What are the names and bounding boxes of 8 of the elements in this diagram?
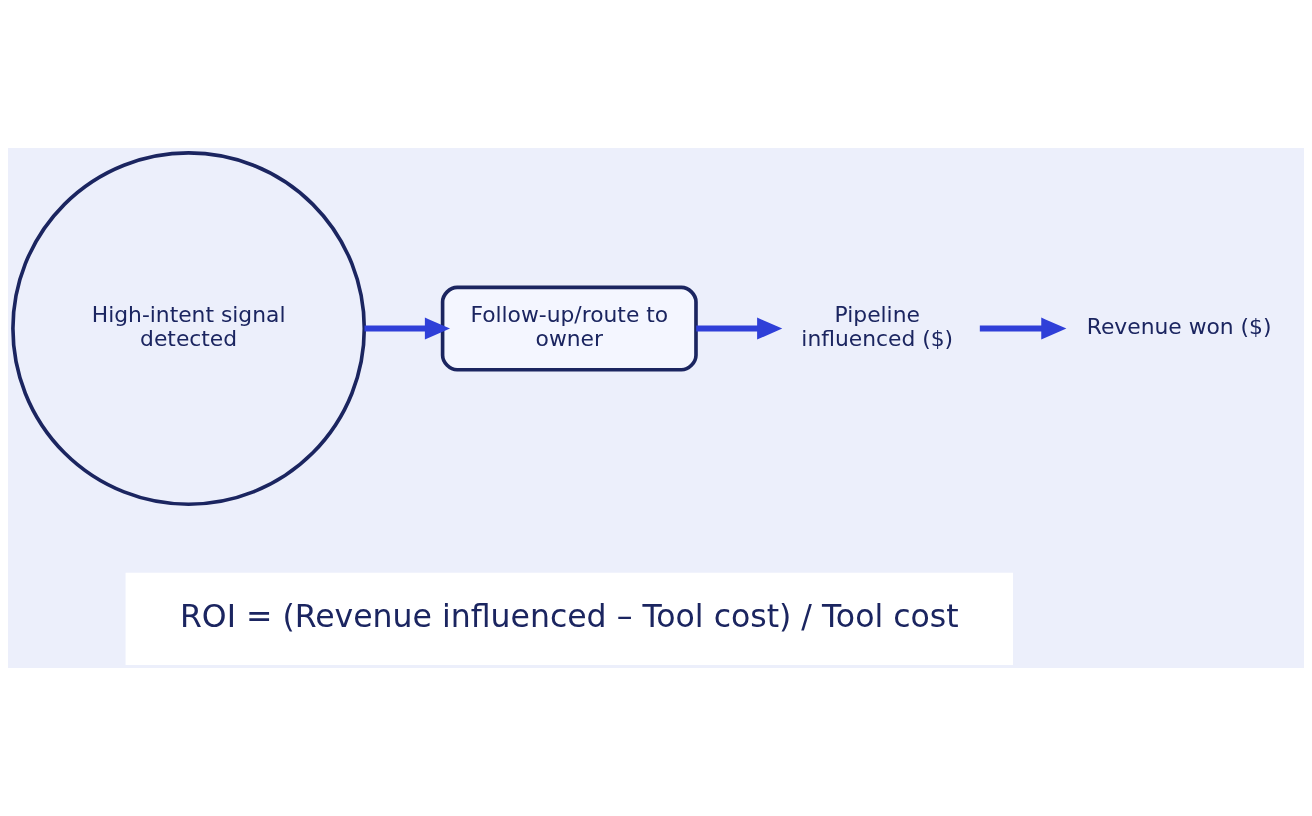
arrow xyxy=(979,317,1067,340)
label: ROI = (Revenue influenced – Tool cost) / Tool cost xyxy=(179,597,959,634)
node-box: Follow-up/route to owner xyxy=(440,285,698,372)
node-text: Pipeline influenced ($) xyxy=(801,301,954,352)
arrow xyxy=(696,317,783,340)
node-circle: High-intent signal detected xyxy=(11,151,367,507)
arrow xyxy=(364,317,450,340)
node-text: Revenue won ($) xyxy=(1086,313,1272,339)
